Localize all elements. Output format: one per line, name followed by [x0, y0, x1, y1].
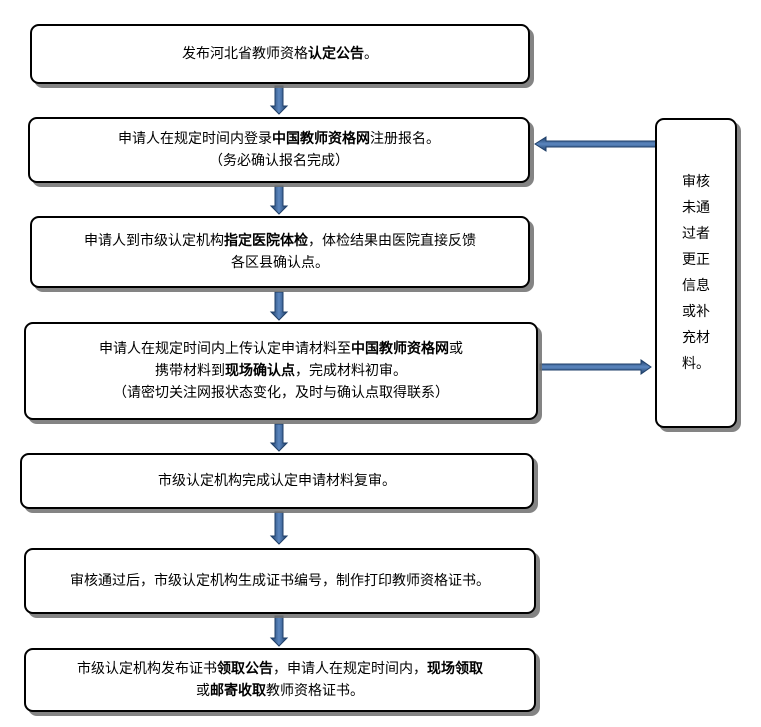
- step-2-online-registration: 申请人在规定时间内登录中国教师资格网注册报名。 （务必确认报名完成）: [28, 117, 530, 183]
- step-text: 申请人在规定时间内上传认定申请材料至: [99, 341, 351, 357]
- step-text: ，申请人在规定时间内，: [273, 661, 427, 677]
- arrow-down-6: [269, 615, 289, 647]
- step-text-line: 审核通过后，市级认定机构生成证书编号，制作打印教师资格证书。: [70, 570, 490, 592]
- step-text: 注册报名。: [370, 131, 440, 147]
- side-text-line: 料。: [682, 356, 710, 372]
- step-text-bold: 现场确认点: [225, 363, 295, 379]
- side-text-line: 更正: [682, 252, 710, 268]
- step-text: 携带材料到: [155, 363, 225, 379]
- step-text: （请密切关注网报状态变化，及时与确认点取得联系）: [113, 385, 449, 401]
- step-text-bold: 现场领取: [427, 661, 483, 677]
- side-text-line: 审核: [682, 174, 710, 190]
- step-text-bold: 中国教师资格网: [351, 341, 449, 357]
- step-text-bold: 认定公告: [308, 46, 364, 62]
- step-text: 市级认定机构发布证书: [77, 661, 217, 677]
- side-text-line: 过者: [682, 226, 710, 242]
- step-text: （务必确认报名完成）: [209, 153, 349, 169]
- arrow-left-to-step2: [534, 136, 657, 152]
- step-text: 教师资格证书。: [266, 683, 364, 699]
- step-text: 市级认定机构完成认定申请材料复审。: [158, 473, 396, 489]
- step-text-bold: 领取公告: [217, 661, 273, 677]
- step-text-line: 申请人在规定时间内登录中国教师资格网注册报名。: [118, 128, 440, 150]
- step-text-line: 携带材料到现场确认点，完成材料初审。: [155, 360, 407, 382]
- side-text-line: 未通: [682, 200, 710, 216]
- step-3-medical-exam: 申请人到市级认定机构指定医院体检，体检结果由医院直接反馈各区县确认点。: [30, 216, 530, 288]
- step-6-certificate-print: 审核通过后，市级认定机构生成证书编号，制作打印教师资格证书。: [24, 548, 536, 614]
- step-text-line: 各区县确认点。: [231, 252, 329, 274]
- arrow-down-3: [269, 291, 289, 321]
- step-text-line: 或邮寄收取教师资格证书。: [196, 680, 364, 702]
- step-text-bold: 指定医院体检: [224, 233, 308, 249]
- arrow-down-2: [269, 185, 289, 215]
- step-text: ，完成材料初审。: [295, 363, 407, 379]
- step-text: 发布河北省教师资格: [182, 46, 308, 62]
- side-text-line: 信息: [682, 278, 710, 294]
- side-box-correction: 审核未通过者更正信息或补充材料。: [655, 118, 737, 428]
- step-7-certificate-collect: 市级认定机构发布证书领取公告，申请人在规定时间内，现场领取或邮寄收取教师资格证书…: [24, 648, 536, 712]
- arrow-right-to-side: [539, 359, 652, 375]
- arrow-down-5: [269, 511, 289, 545]
- step-text-line: （务必确认报名完成）: [209, 150, 349, 172]
- step-text-line: 申请人在规定时间内上传认定申请材料至中国教师资格网或: [99, 338, 463, 360]
- step-text: 申请人在规定时间内登录: [118, 131, 272, 147]
- side-text-line: 充材: [682, 330, 710, 346]
- step-text: 申请人到市级认定机构: [84, 233, 224, 249]
- step-text: 或: [196, 683, 210, 699]
- step-text-line: 市级认定机构完成认定申请材料复审。: [158, 470, 396, 492]
- arrow-down-1: [269, 85, 289, 115]
- step-text-line: 市级认定机构发布证书领取公告，申请人在规定时间内，现场领取: [77, 658, 483, 680]
- step-text-line: （请密切关注网报状态变化，及时与确认点取得联系）: [113, 382, 449, 404]
- step-text: ，体检结果由医院直接反馈: [308, 233, 476, 249]
- step-text: 或: [449, 341, 463, 357]
- step-5-review: 市级认定机构完成认定申请材料复审。: [20, 453, 534, 509]
- step-text: 审核通过后，市级认定机构生成证书编号，制作打印教师资格证书。: [70, 573, 490, 589]
- step-text-line: 发布河北省教师资格认定公告。: [182, 43, 378, 65]
- step-text: 各区县确认点。: [231, 255, 329, 271]
- step-text-line: 申请人到市级认定机构指定医院体检，体检结果由医院直接反馈: [84, 230, 476, 252]
- side-text-line: 或补: [682, 304, 710, 320]
- step-text-bold: 邮寄收取: [210, 683, 266, 699]
- arrow-down-4: [269, 423, 289, 452]
- step-text-bold: 中国教师资格网: [272, 131, 370, 147]
- step-text: 。: [364, 46, 378, 62]
- step-1-publish-notice: 发布河北省教师资格认定公告。: [30, 24, 530, 84]
- step-4-upload-materials: 申请人在规定时间内上传认定申请材料至中国教师资格网或携带材料到现场确认点，完成材…: [24, 322, 538, 420]
